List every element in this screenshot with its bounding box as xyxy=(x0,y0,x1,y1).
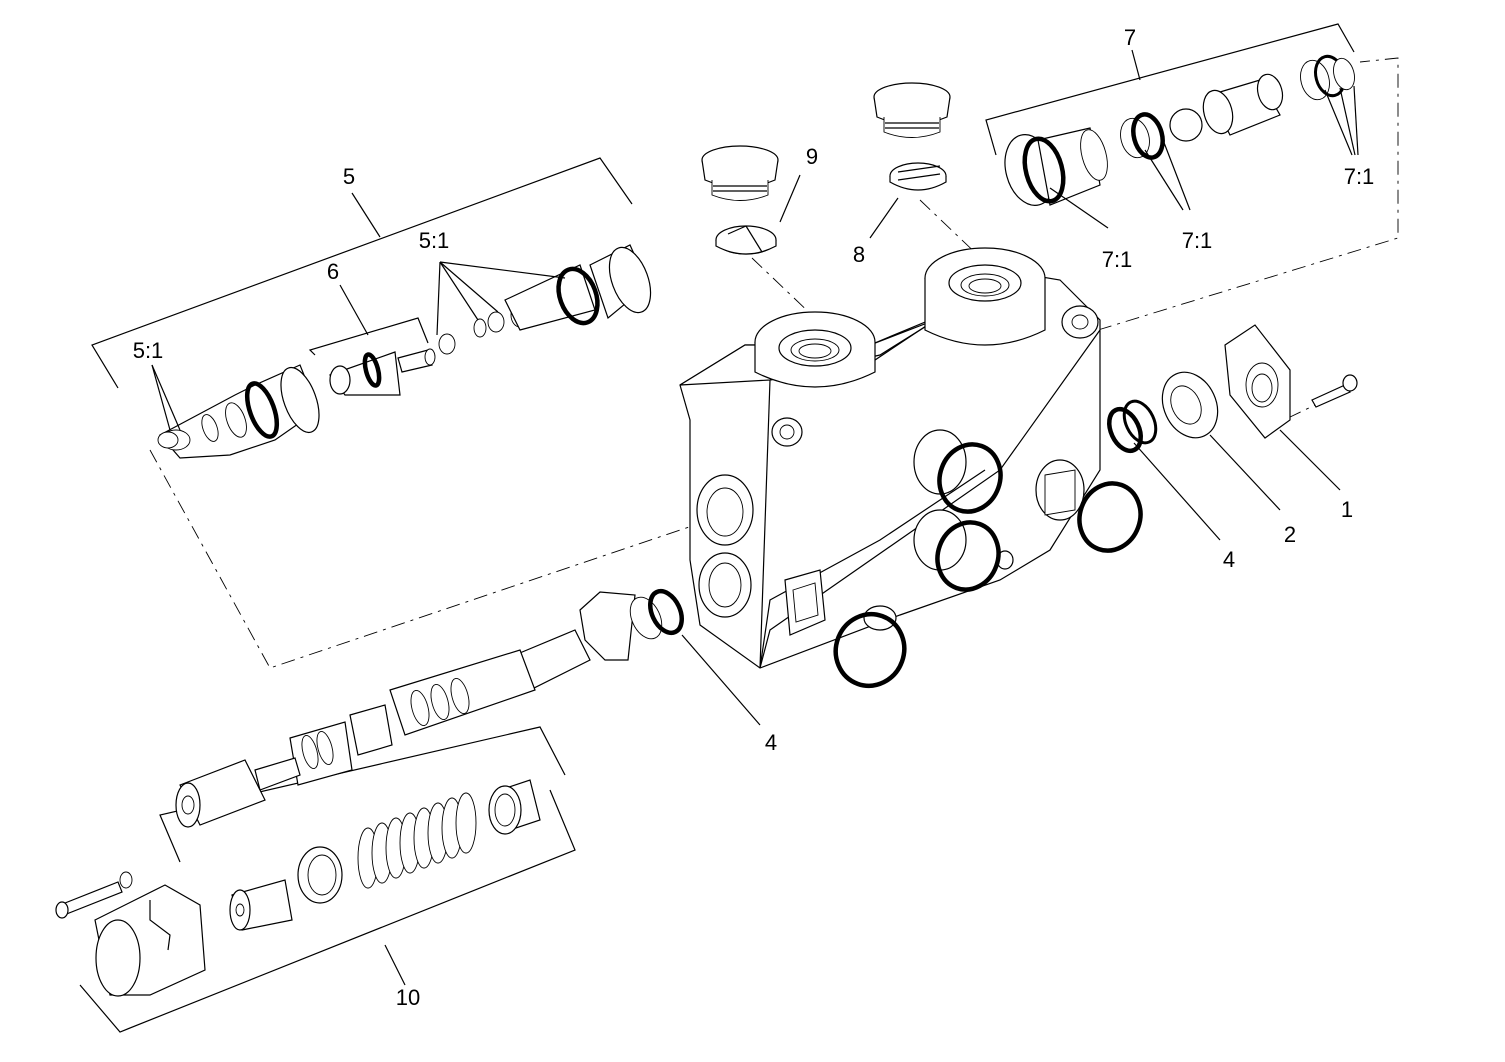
callout-10: 10 xyxy=(395,985,421,1010)
spring xyxy=(357,792,477,889)
callout-5-1-left: 5:1 xyxy=(132,338,164,363)
callout-8: 8 xyxy=(852,242,866,267)
plug-9 xyxy=(701,145,779,255)
callout-5-1-top: 5:1 xyxy=(418,228,450,253)
callout-9: 9 xyxy=(805,144,819,169)
callout-2: 2 xyxy=(1283,522,1297,547)
callout-1: 1 xyxy=(1340,497,1354,522)
valve-body xyxy=(679,247,1101,669)
flange-parts-right xyxy=(1107,324,1358,541)
callout-4-right: 4 xyxy=(1222,547,1236,572)
group-bracket-10 xyxy=(79,789,576,1033)
spring-cap-assembly-10 xyxy=(55,779,541,997)
callout-7: 7 xyxy=(1123,25,1137,50)
callout-7-1-right: 7:1 xyxy=(1343,164,1375,189)
callout-7-1-left: 7:1 xyxy=(1101,247,1133,272)
valve-assembly-5 xyxy=(151,244,652,459)
body-o-rings xyxy=(833,442,1143,689)
group-bracket-6 xyxy=(308,284,429,356)
callout-4-left: 4 xyxy=(764,730,778,755)
callout-6: 6 xyxy=(326,259,340,284)
callout-7-1-middle: 7:1 xyxy=(1181,228,1213,253)
callout-5: 5 xyxy=(342,164,356,189)
group-bracket-7 xyxy=(985,23,1355,156)
assembly-centerlines xyxy=(149,57,1399,669)
spool-assembly xyxy=(175,588,684,828)
valve-assembly-7 xyxy=(1004,54,1359,229)
plug-8 xyxy=(873,82,951,191)
group-bracket-5 xyxy=(91,157,633,389)
